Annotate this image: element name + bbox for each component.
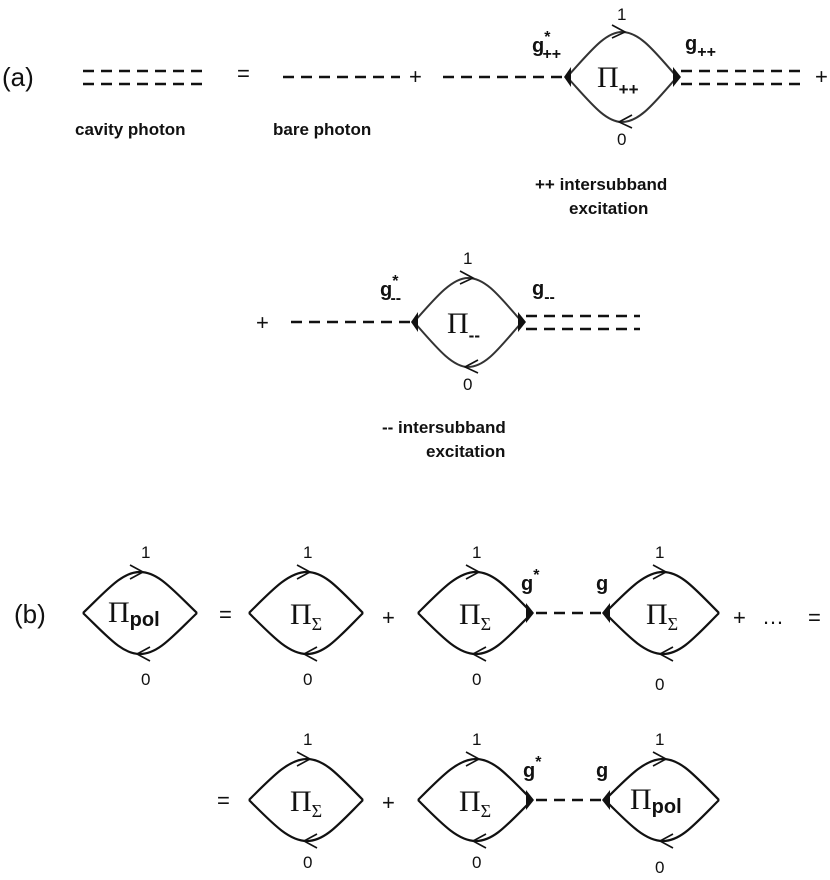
plus-sign: + xyxy=(256,310,269,335)
coupling-g: g xyxy=(596,573,608,595)
caption-pp: ++ intersubband xyxy=(535,175,667,194)
plus-sign: + xyxy=(409,64,422,89)
equals-sign: = xyxy=(219,602,232,627)
arrow-right-icon xyxy=(465,751,481,767)
pi-sigma: ΠΣ xyxy=(646,598,678,634)
polarization-bubble-pol xyxy=(82,564,198,662)
equals-sign: = xyxy=(808,605,821,630)
pi-sigma: ΠΣ xyxy=(459,785,491,821)
polarization-bubble-sigma xyxy=(248,751,364,849)
arrow-left-icon xyxy=(302,833,318,849)
cavity-photon-line xyxy=(526,314,640,331)
arrow-right-icon xyxy=(611,24,627,39)
pi-pol: Πpol xyxy=(630,783,682,818)
arrow-right-icon xyxy=(296,564,312,580)
arrow-right-icon xyxy=(652,564,668,580)
pi-sigma: ΠΣ xyxy=(290,785,322,821)
index-bottom: 0 xyxy=(303,670,312,689)
equals-sign: = xyxy=(217,788,230,813)
polarization-bubble-sigma xyxy=(417,564,534,662)
index-bottom: 0 xyxy=(617,130,626,149)
coupling-g-star: g* xyxy=(521,567,540,595)
caption-pp: excitation xyxy=(569,199,648,218)
plus-sign: + xyxy=(382,605,395,630)
plus-sign: + xyxy=(382,790,395,815)
coupling-g-star-mm: g*-- xyxy=(380,273,401,307)
arrow-right-icon xyxy=(459,270,475,285)
index-bottom: 0 xyxy=(655,675,664,694)
arrow-left-icon xyxy=(135,646,151,662)
cavity-photon-line xyxy=(83,69,205,86)
vertex-marker xyxy=(602,790,610,810)
plus-sign: + xyxy=(733,605,746,630)
coupling-g: g xyxy=(596,760,608,782)
index-top: 1 xyxy=(472,730,481,749)
index-top: 1 xyxy=(141,543,150,562)
arrow-left-icon xyxy=(302,646,318,662)
pi-pp: Π++ xyxy=(597,61,639,99)
caption-mm: excitation xyxy=(426,442,505,461)
arrow-right-icon xyxy=(652,751,668,767)
polarization-bubble-pp xyxy=(564,24,681,129)
index-top: 1 xyxy=(303,543,312,562)
vertex-marker xyxy=(602,603,610,623)
pi-mm: Π-- xyxy=(447,307,480,345)
coupling-g-pp: g++ xyxy=(685,33,716,61)
vertex-marker xyxy=(564,67,571,87)
index-bottom: 0 xyxy=(141,670,150,689)
pi-sigma: ΠΣ xyxy=(459,598,491,634)
vertex-marker xyxy=(518,312,526,332)
vertex-marker xyxy=(673,67,681,87)
arrow-left-icon xyxy=(658,833,674,849)
index-bottom: 0 xyxy=(303,853,312,872)
arrow-right-icon xyxy=(465,564,481,580)
coupling-g-mm: g-- xyxy=(532,278,555,306)
index-top: 1 xyxy=(617,5,626,24)
vertex-marker xyxy=(526,603,534,623)
polarization-bubble-sigma xyxy=(248,564,364,662)
arrow-right-icon xyxy=(296,751,312,767)
panel-a-label: (a) xyxy=(2,62,34,92)
index-top: 1 xyxy=(472,543,481,562)
index-top: 1 xyxy=(303,730,312,749)
equals-sign: = xyxy=(237,61,250,86)
cavity-photon-line xyxy=(681,69,800,86)
polarization-bubble-mm xyxy=(411,270,526,374)
bare-photon-label: bare photon xyxy=(273,120,371,139)
index-bottom: 0 xyxy=(463,375,472,394)
arrow-left-icon xyxy=(471,833,487,849)
index-top: 1 xyxy=(463,249,472,268)
index-bottom: 0 xyxy=(655,858,664,877)
polarization-bubble-sigma xyxy=(602,564,720,662)
polarization-bubble-sigma xyxy=(417,751,534,849)
panel-b-label: (b) xyxy=(14,599,46,629)
cavity-photon-label: cavity photon xyxy=(75,120,186,139)
arrow-left-icon xyxy=(463,359,479,374)
coupling-g-star-pp: g*++ xyxy=(532,29,561,63)
polarization-bubble-pol xyxy=(602,751,720,849)
vertex-marker xyxy=(526,790,534,810)
coupling-g-star: g* xyxy=(523,754,542,782)
pi-sigma: ΠΣ xyxy=(290,598,322,634)
caption-mm: -- intersubband xyxy=(382,418,506,437)
arrow-left-icon xyxy=(617,114,633,129)
arrow-left-icon xyxy=(471,646,487,662)
arrow-left-icon xyxy=(658,646,674,662)
ellipsis: … xyxy=(762,604,784,629)
vertex-marker xyxy=(411,312,418,332)
index-bottom: 0 xyxy=(472,670,481,689)
index-top: 1 xyxy=(655,543,664,562)
index-bottom: 0 xyxy=(472,853,481,872)
pi-pol: Πpol xyxy=(108,596,160,631)
index-top: 1 xyxy=(655,730,664,749)
arrow-right-icon xyxy=(129,564,145,580)
plus-sign: + xyxy=(815,64,828,89)
